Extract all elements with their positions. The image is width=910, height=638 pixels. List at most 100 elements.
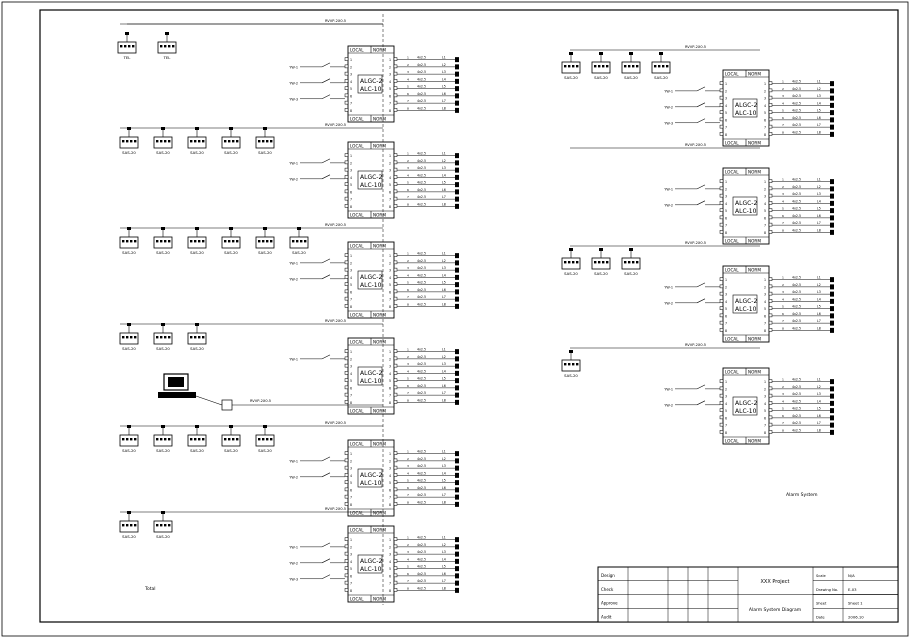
terminal-number: 8 [350,109,352,113]
detector-key [190,438,193,441]
output-cable-spec: 4x2.5 [417,202,426,206]
output-load-icon [455,160,459,166]
output-load-icon [830,415,834,421]
output-index: 2 [407,63,409,67]
device-label: SAS-20 [564,271,578,276]
terminal-number: 6 [389,290,391,294]
bottom-note: Total [144,586,156,592]
output-load-icon [830,124,834,130]
detector-icon [561,61,581,74]
detector-key [164,240,167,243]
detector-key [160,438,163,441]
terminal-number: 1 [350,254,352,258]
detector-key [130,140,133,143]
output-index: 3 [782,94,784,98]
junction-box [659,52,663,55]
input-terminal [719,103,724,107]
output-load-icon [455,544,459,550]
module-model-line2: ALC-10 [735,306,757,313]
switch-contact [696,298,706,304]
terminal-number: 3 [764,97,766,101]
output-cable-spec: 4x2.5 [792,290,801,294]
detector-key [194,438,197,441]
output-tag: L2 [442,543,446,547]
terminal-number: 4 [389,560,391,564]
detector-key [572,261,575,264]
output-tag: L8 [442,302,446,306]
output-cable-spec: 4x2.5 [417,302,426,306]
detector-key [564,261,567,264]
input-terminal [344,400,349,404]
detector-key [122,240,125,243]
input-label: YW-2 [289,81,298,85]
terminal-number: 2 [764,285,766,289]
terminal-number: 4 [764,402,766,406]
detector-key [564,65,567,68]
output-load-icon [830,81,834,87]
detector-key [164,140,167,143]
detector-icon [157,41,177,54]
terminal-number: 6 [389,94,391,98]
terminal-number: 1 [389,154,391,158]
pc-link-label: RVVP-2X0.5 [250,399,271,403]
terminal-number: 4 [350,80,352,84]
device-label: SAS-20 [156,250,170,255]
terminal-number: 7 [389,298,391,302]
terminal-number: 2 [350,261,352,265]
module-model-line1: ALGC-2 [360,558,382,565]
output-index: 5 [407,85,409,89]
terminal-number: 7 [725,322,727,326]
detector-icon [119,520,139,533]
output-load-icon [455,494,459,500]
output-cable-spec: 4x2.5 [417,70,426,74]
input-terminal [344,551,349,556]
output-terminal [393,204,398,208]
detector-key [624,261,627,264]
output-cable-spec: 4x2.5 [417,486,426,490]
terminal-number: 3 [725,395,727,399]
output-tag: L1 [442,152,446,156]
output-tag: L2 [442,159,446,163]
terminal-number: 5 [350,379,352,383]
output-tag: L1 [817,80,821,84]
terminal-number: 6 [350,94,352,98]
output-tag: L1 [817,178,821,182]
detector-key [572,65,575,68]
module-norm-label: NORM [373,511,386,516]
terminal-number: 3 [764,293,766,297]
detector-icon [153,136,173,149]
output-load-icon [455,303,459,309]
output-index: 4 [407,77,409,81]
output-terminal [768,386,773,391]
terminal-number: 8 [350,205,352,209]
detector-key [134,240,137,243]
terminal-number: 3 [725,195,727,199]
output-terminal [768,222,773,227]
module-local-label: LOCAL [350,144,364,149]
module-name-box [357,554,383,574]
terminal-number: 1 [350,154,352,158]
output-cable-spec: 4x2.5 [792,428,801,432]
detector-key [636,65,639,68]
detector-key [156,240,159,243]
input-terminal [344,392,349,397]
detector-icon [187,136,207,149]
output-load-icon [455,296,459,302]
terminal-number: 6 [350,574,352,578]
output-tag: L7 [442,295,446,299]
output-terminal [393,304,398,308]
terminal-number: 3 [350,467,352,471]
input-label: YW-1 [289,357,298,361]
output-load-icon [830,215,834,221]
output-index: 1 [407,56,409,60]
output-tag: L1 [442,56,446,60]
output-tag: L3 [442,166,446,170]
module-name-box [732,196,758,216]
detector-key [160,240,163,243]
input-label: YW-2 [289,277,298,281]
output-load-icon [455,501,459,507]
detector-key [134,336,137,339]
output-cable-spec: 4x2.5 [417,266,426,270]
output-terminal [393,480,398,484]
